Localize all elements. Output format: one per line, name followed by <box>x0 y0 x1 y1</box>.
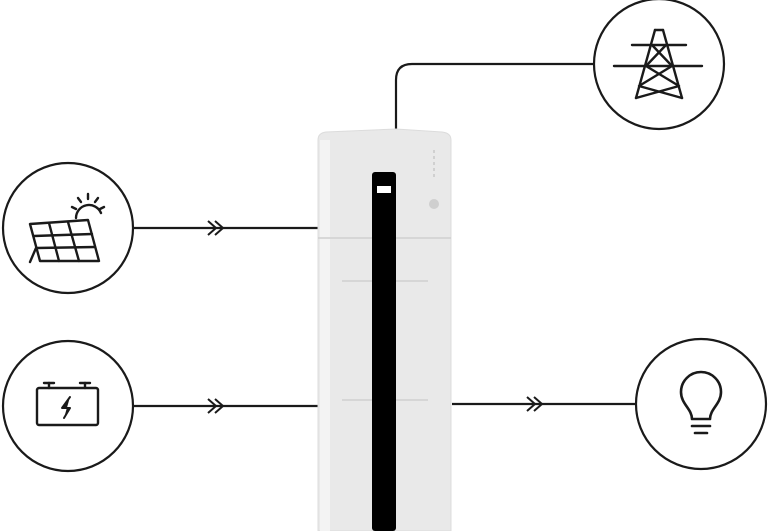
connector-unit-to-grid <box>394 62 596 132</box>
home-battery-system-icon <box>317 128 452 531</box>
solar-panel-icon <box>28 192 106 264</box>
double-chevron-icon <box>207 398 225 414</box>
unit-logo-icon <box>429 199 439 209</box>
battery-node-circle <box>1 339 135 473</box>
unit-brand-marks <box>433 150 435 177</box>
grid-node-circle <box>592 0 726 131</box>
solar-node <box>1 161 135 295</box>
double-chevron-icon <box>526 396 544 412</box>
double-chevron-icon <box>207 220 225 236</box>
solar-node-circle <box>1 161 135 295</box>
power-grid-tower-icon <box>612 28 704 100</box>
unit-display-strip <box>372 172 396 531</box>
battery-node <box>1 339 135 473</box>
light-bulb-icon <box>679 370 723 435</box>
grid-node <box>592 0 726 131</box>
unit-highlight <box>320 140 330 531</box>
unit-status-display <box>377 186 391 193</box>
connections <box>134 62 636 408</box>
battery-icon <box>35 381 100 427</box>
load-node-circle <box>634 337 768 471</box>
load-node <box>634 337 768 471</box>
flow-markers <box>207 220 544 414</box>
